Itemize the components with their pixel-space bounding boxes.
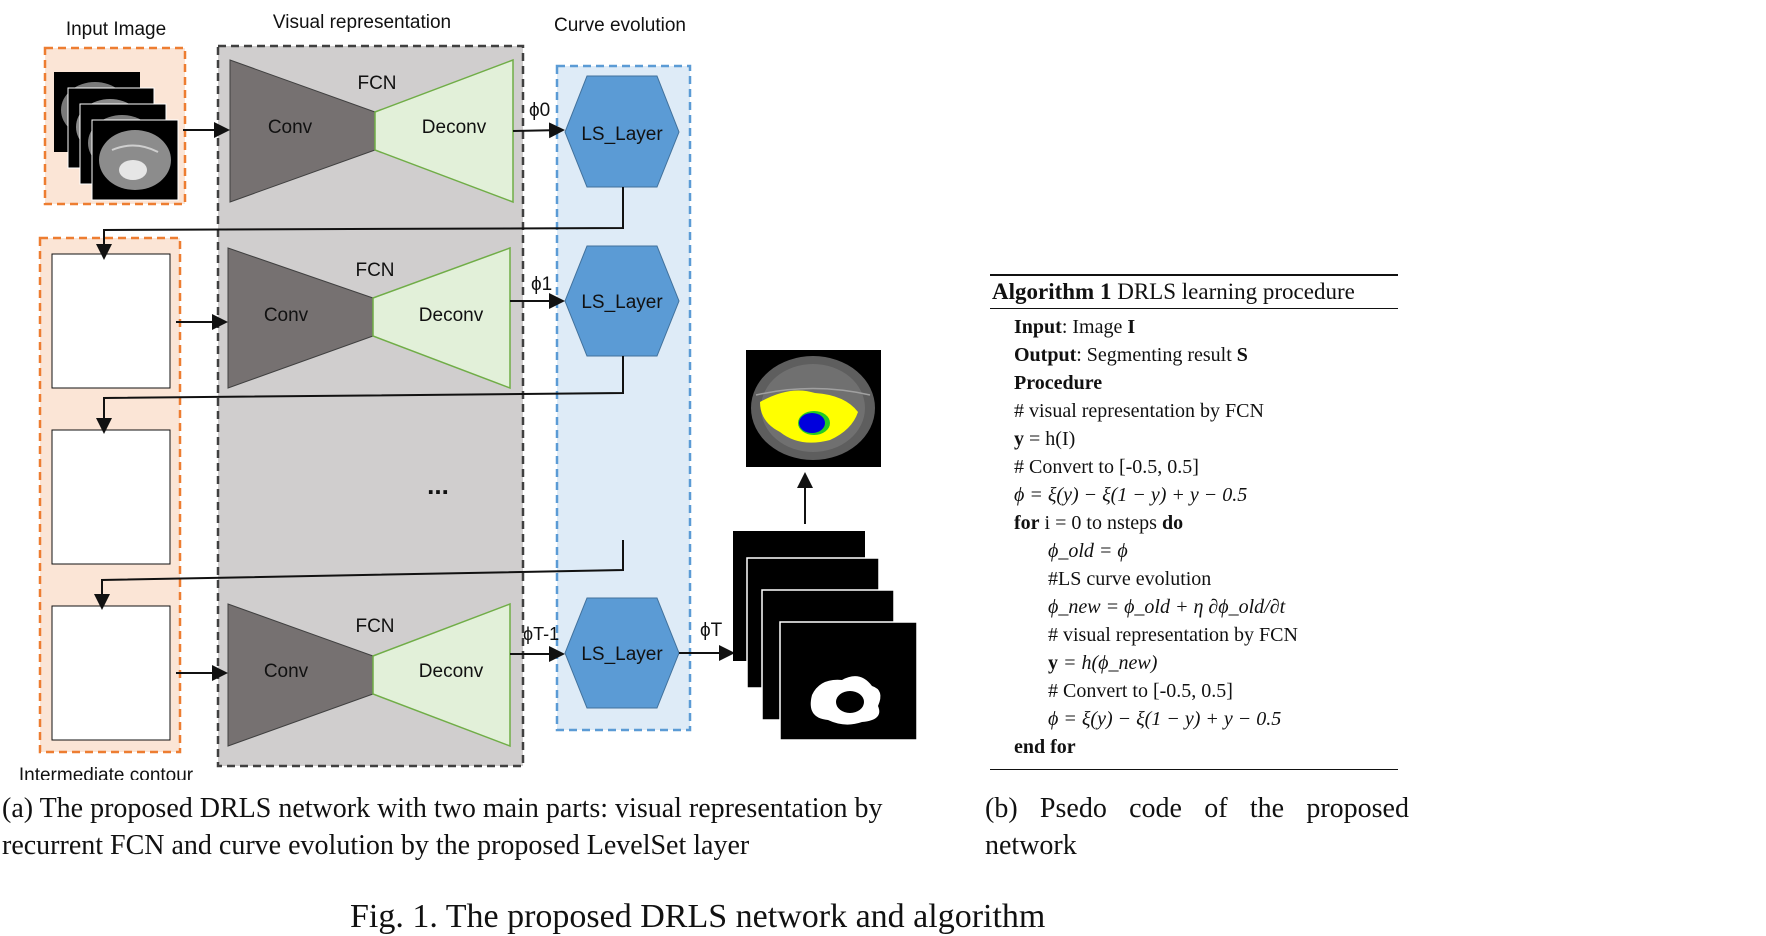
algo-line-fcn: y = h(I) [1014,425,1398,453]
fcn-block-3: FCN Conv Deconv [227,602,511,748]
algo-line-comment: # visual representation by FCN [1014,621,1398,649]
algo-line-comment: # visual representation by FCN [1014,397,1398,425]
algo-line-end-for: end for [1014,733,1398,761]
intermediate-contour-box-3 [51,605,171,741]
intermediate-contour-box-2 [51,429,171,565]
arrows [94,122,813,681]
caption-a: (a) The proposed DRLS network with two m… [2,793,883,861]
line-text: ϕ_old = ϕ [1048,540,1128,562]
conv-label: Conv [268,117,313,138]
algo-line-comment: #LS curve evolution [1014,565,1398,593]
keyword: end for [1014,736,1076,758]
algo-line-comment: # Convert to [-0.5, 0.5] [1014,677,1398,705]
line-text: # visual representation by FCN [1014,400,1264,422]
deconv-label: Deconv [419,305,484,326]
line-text: # Convert to [-0.5, 0.5] [1048,680,1233,702]
line-text: # visual representation by FCN [1048,624,1298,646]
algo-line-comment: # Convert to [-0.5, 0.5] [1014,453,1398,481]
algorithm-body: Input: Image I Output: Segmenting result… [990,309,1398,763]
intermediate-contour-label: Intermediate contour [19,765,194,780]
algo-line-phi-old: ϕ_old = ϕ [1014,537,1398,565]
line-text: # Convert to [-0.5, 0.5] [1014,456,1199,478]
line-text: ϕ = ξ(y) − ξ(1 − y) + y − 0.5 [1014,484,1248,506]
segmented-brain-result [746,350,881,467]
phi-0-label: ϕ0 [529,100,550,121]
conv-label: Conv [264,661,309,682]
keyword: I [1127,316,1136,338]
ls-layer-2: LS_Layer [564,245,680,357]
ls-layer-label: LS_Layer [581,292,663,313]
algo-line-procedure: Procedure [1014,369,1398,397]
phi-t-label: ϕT [700,620,723,641]
intermediate-contour-box-1 [51,253,171,389]
line-text: : Image [1061,316,1128,338]
fcn-block-1: FCN Conv Deconv [229,58,514,204]
keyword: S [1236,344,1248,366]
figure-caption: Fig. 1. The proposed DRLS network and al… [350,898,1046,935]
algo-line-fcn: y = h(ϕ_new) [1014,649,1398,677]
algorithm-box: Algorithm 1 DRLS learning procedure Inpu… [990,274,1398,770]
line-text: ϕ = ξ(y) − ξ(1 − y) + y − 0.5 [1048,708,1282,730]
drls-network-diagram: Input Image Visual representation Curve … [19,12,918,780]
caption-b: (b) Psedo code of the proposed network [985,790,1409,864]
keyword: y [1014,428,1024,450]
algorithm-number: Algorithm 1 [992,279,1112,304]
keyword: Procedure [1014,372,1103,394]
algo-line-input: Input: Image I [1014,313,1398,341]
phi-t-1-label: ϕT-1 [523,624,559,644]
line-text: : Segmenting result [1076,344,1237,366]
ls-layer-label: LS_Layer [581,644,663,665]
phi-1-label: ϕ1 [531,274,552,295]
algo-line-output: Output: Segmenting result S [1014,341,1398,369]
keyword: do [1161,512,1184,534]
keyword: Output [1014,344,1077,366]
keyword: for [1014,512,1040,534]
algorithm-top-rule [990,274,1398,276]
algo-line-phi-new: ϕ_new = ϕ_old + η ∂ϕ_old/∂t [1014,593,1398,621]
input-image-label: Input Image [66,19,166,40]
line-text: #LS curve evolution [1048,568,1212,590]
deconv-label: Deconv [422,117,487,138]
conv-label: Conv [264,305,309,326]
visual-representation-label: Visual representation [273,12,451,33]
algo-line-convert: ϕ = ξ(y) − ξ(1 − y) + y − 0.5 [1014,481,1398,509]
deconv-label: Deconv [419,661,484,682]
line-text: = h(I) [1024,428,1076,450]
segmentation-output-stack [733,531,918,741]
algorithm-bottom-rule [990,769,1398,770]
fcn-block-2: FCN Conv Deconv [227,246,511,390]
line-text: i = 0 to nsteps [1039,512,1162,534]
algorithm-title: Algorithm 1 DRLS learning procedure [990,276,1398,309]
caption-b-line-1: (b) Psedo code of the proposed [985,793,1409,824]
algo-line-for: for i = 0 to nsteps do [1014,509,1398,537]
fcn-label: FCN [357,73,396,94]
algorithm-name: DRLS learning procedure [1111,279,1355,304]
ls-layer-3: LS_Layer [564,597,680,709]
algo-line-convert: ϕ = ξ(y) − ξ(1 − y) + y − 0.5 [1014,705,1398,733]
keyword: y [1048,652,1058,674]
input-image-stack [54,72,179,201]
keyword: Input [1014,316,1062,338]
curve-evolution-label: Curve evolution [554,15,686,36]
ellipsis: ... [427,470,449,500]
fcn-label: FCN [355,260,394,281]
ls-layer-1: LS_Layer [564,75,680,188]
ls-layer-label: LS_Layer [581,124,663,145]
caption-b-line-2: network [985,830,1077,861]
line-text: ϕ_new = ϕ_old + η ∂ϕ_old/∂t [1048,596,1286,618]
line-text: = h(ϕ_new) [1058,652,1158,674]
fcn-label: FCN [355,616,394,637]
